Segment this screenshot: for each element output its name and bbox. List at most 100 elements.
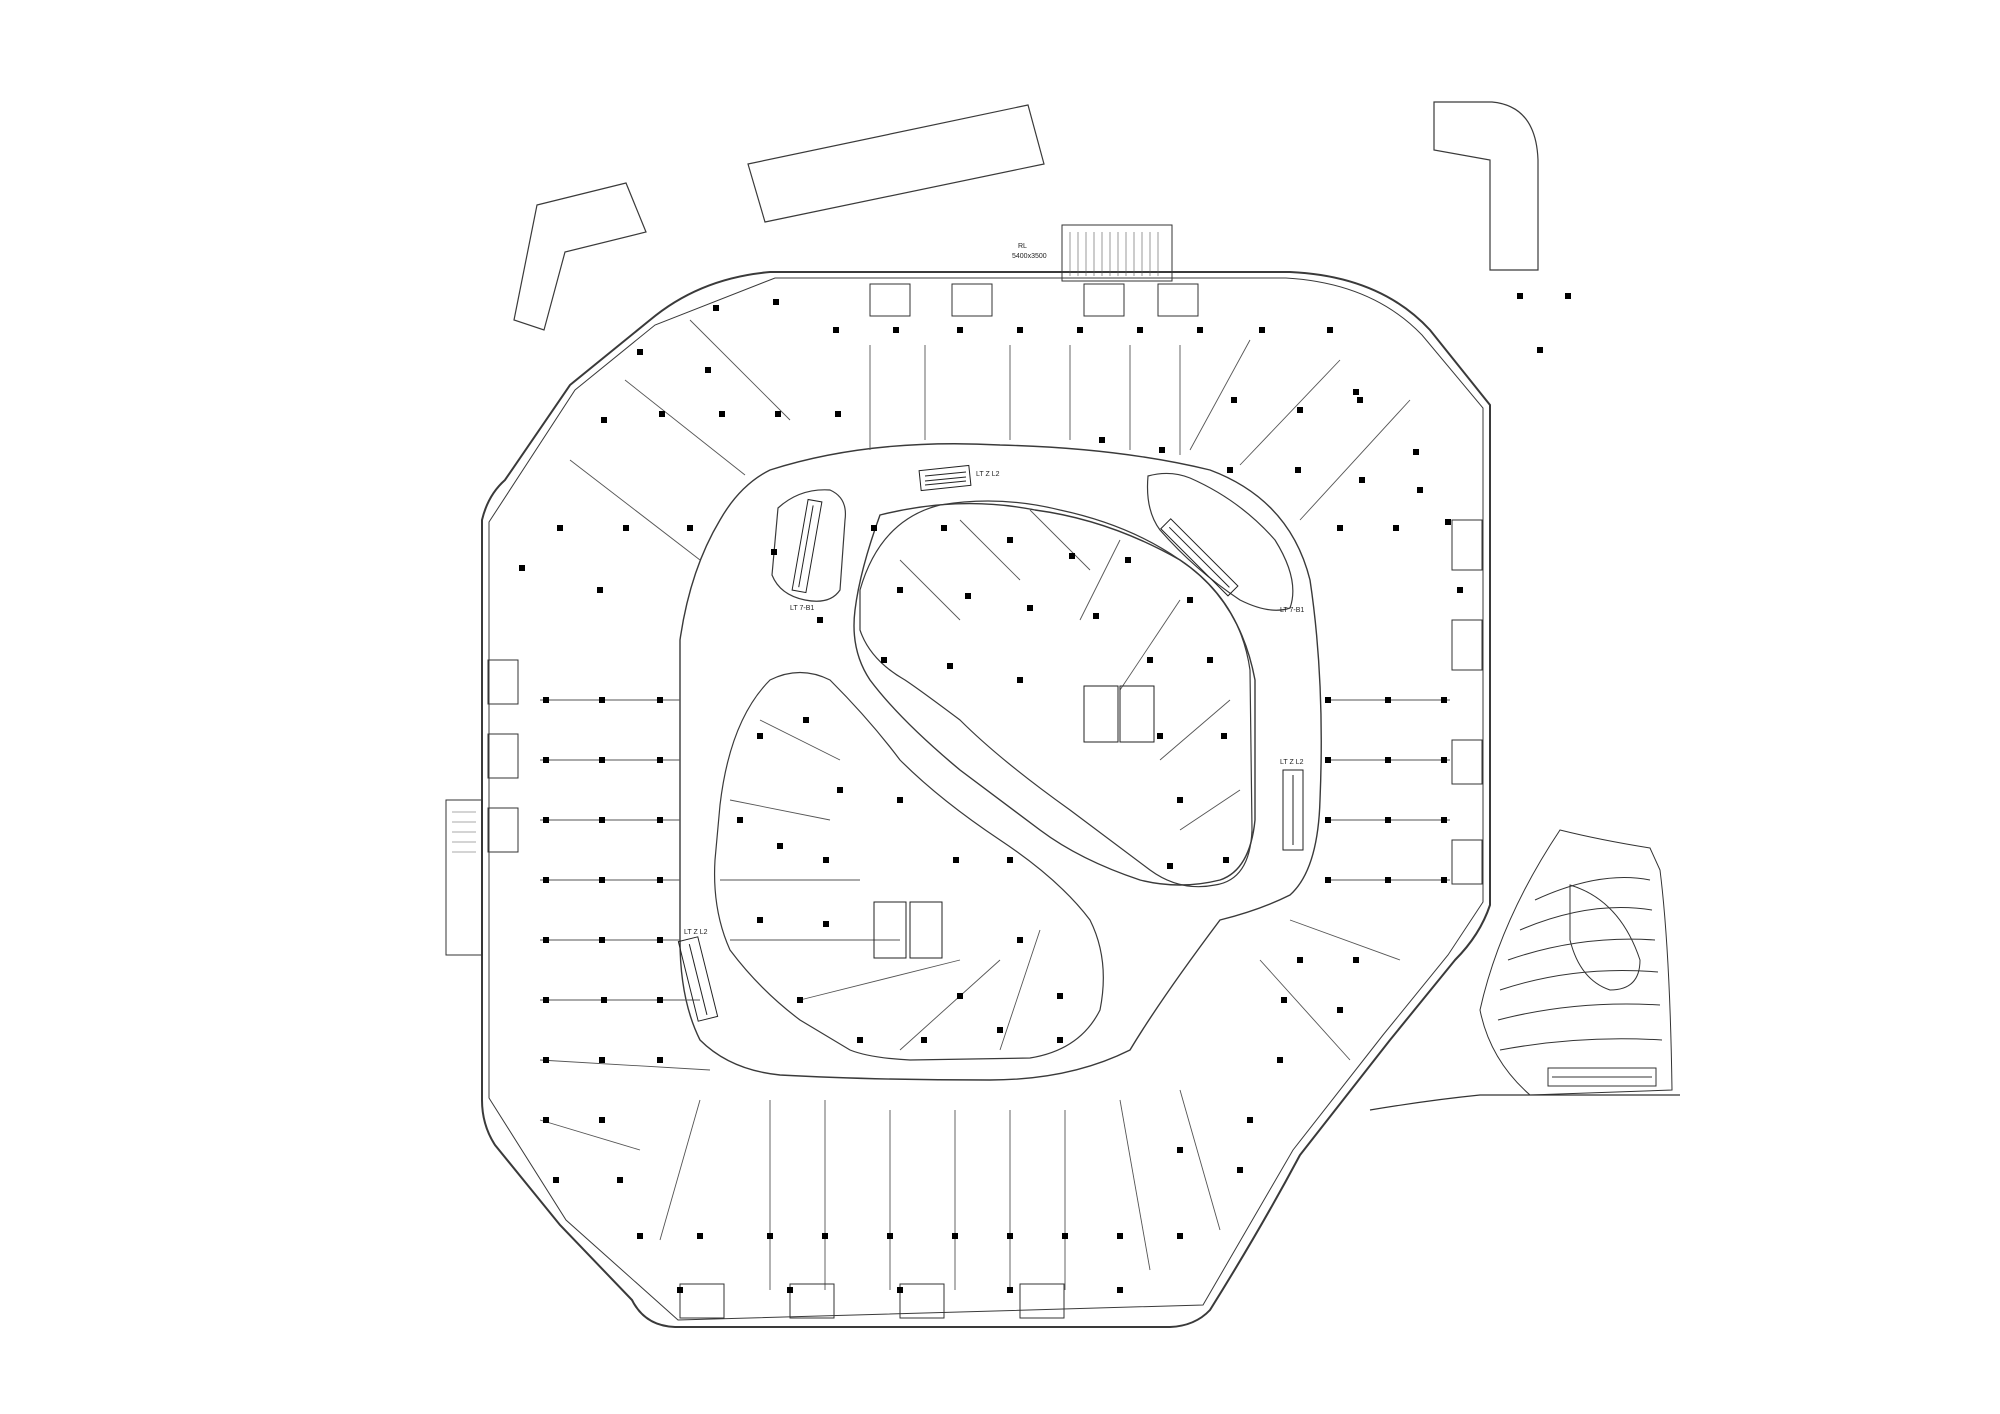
column xyxy=(1227,467,1233,473)
column xyxy=(657,757,663,763)
column xyxy=(952,1233,958,1239)
partition xyxy=(759,719,841,761)
column xyxy=(1353,957,1359,963)
column xyxy=(599,937,605,943)
column xyxy=(1393,525,1399,531)
column xyxy=(1017,937,1023,943)
island-north xyxy=(859,500,1253,888)
column xyxy=(1359,477,1365,483)
column xyxy=(1385,877,1391,883)
column xyxy=(1157,733,1163,739)
partition xyxy=(1259,959,1351,1061)
canopy-north xyxy=(747,104,1045,223)
column xyxy=(1093,613,1099,619)
stair-east-1 xyxy=(1451,519,1483,571)
column xyxy=(767,1233,773,1239)
label-escalator-north: LT Z L2 xyxy=(976,471,1000,478)
column xyxy=(737,817,743,823)
building-envelope xyxy=(481,271,1491,1328)
column xyxy=(719,411,725,417)
stair-north-3 xyxy=(1083,283,1125,317)
service-cores xyxy=(445,224,1483,1319)
partition xyxy=(624,379,746,476)
inner-wall xyxy=(488,277,1484,1321)
escalator-east xyxy=(1282,769,1304,851)
partition xyxy=(659,1099,701,1241)
column xyxy=(1077,327,1083,333)
partition xyxy=(799,959,961,1001)
column xyxy=(1385,697,1391,703)
partition xyxy=(1289,919,1401,961)
partition xyxy=(1079,539,1121,621)
column xyxy=(601,997,607,1003)
canopy-northeast xyxy=(1433,101,1539,271)
column xyxy=(637,349,643,355)
escalator-northwest xyxy=(791,498,823,594)
column xyxy=(1385,817,1391,823)
column xyxy=(1325,697,1331,703)
column xyxy=(1385,757,1391,763)
column xyxy=(757,917,763,923)
column xyxy=(1517,293,1523,299)
column xyxy=(1197,327,1203,333)
column xyxy=(543,937,549,943)
column xyxy=(519,565,525,571)
partition xyxy=(1179,1089,1221,1231)
column xyxy=(1357,397,1363,403)
plan-labels: LT Z L2 LT 7-B1 LT 7-B1 LT Z L2 LT Z L2 … xyxy=(684,243,1304,936)
column xyxy=(957,327,963,333)
escalator-cores xyxy=(873,685,1155,959)
column xyxy=(1565,293,1571,299)
column xyxy=(599,877,605,883)
column xyxy=(893,327,899,333)
stair-north-1 xyxy=(869,283,911,317)
column xyxy=(965,593,971,599)
column xyxy=(1231,397,1237,403)
column xyxy=(1457,587,1463,593)
column xyxy=(1259,327,1265,333)
partition xyxy=(1119,599,1181,691)
column xyxy=(601,417,607,423)
stair-treads xyxy=(452,232,1159,853)
column xyxy=(599,1117,605,1123)
stair-west-2 xyxy=(487,733,519,779)
label-north-dock-dim: 5400x3500 xyxy=(1012,253,1047,260)
detached-canopies xyxy=(513,101,1539,331)
stair-north-2 xyxy=(951,283,993,317)
column xyxy=(657,1057,663,1063)
column xyxy=(1441,817,1447,823)
column xyxy=(1277,1057,1283,1063)
stair-east-4 xyxy=(1451,839,1483,885)
column xyxy=(833,327,839,333)
column xyxy=(887,1233,893,1239)
column xyxy=(1537,347,1543,353)
partition xyxy=(1179,789,1241,831)
column xyxy=(1177,1233,1183,1239)
column xyxy=(657,877,663,883)
column xyxy=(1337,525,1343,531)
column xyxy=(773,299,779,305)
column xyxy=(857,1037,863,1043)
ring-outer-edge xyxy=(679,443,1322,1081)
column xyxy=(557,525,563,531)
column xyxy=(713,305,719,311)
ring-inner-edge xyxy=(853,502,1256,886)
column xyxy=(697,1233,703,1239)
column xyxy=(1445,519,1451,525)
column xyxy=(1177,1147,1183,1153)
label-escalator-northeast: LT 7-B1 xyxy=(1280,607,1304,614)
partition xyxy=(899,559,961,621)
column xyxy=(657,937,663,943)
amphitheatre-escalator xyxy=(1547,1067,1657,1087)
partition xyxy=(1299,399,1411,521)
column xyxy=(1325,817,1331,823)
column xyxy=(997,1027,1003,1033)
column xyxy=(1325,877,1331,883)
partition xyxy=(999,929,1041,1051)
column xyxy=(1281,997,1287,1003)
partition xyxy=(689,319,791,421)
column xyxy=(1159,447,1165,453)
stair-north-4 xyxy=(1157,283,1199,317)
column xyxy=(897,1287,903,1293)
column xyxy=(822,1233,828,1239)
